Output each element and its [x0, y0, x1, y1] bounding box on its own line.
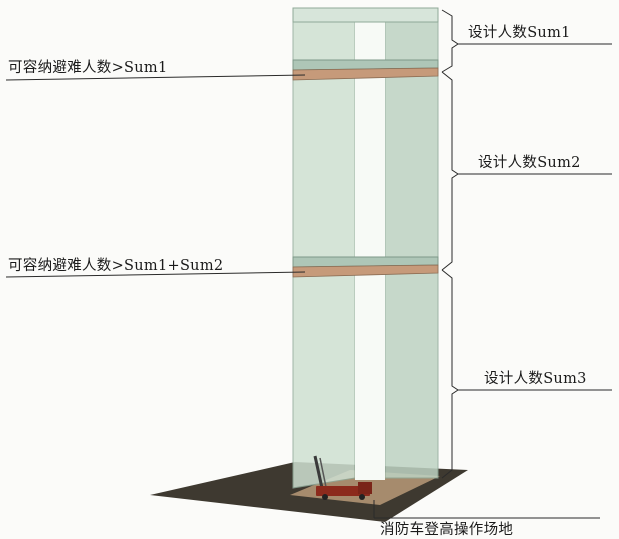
- leader-refuge-2: [5, 271, 306, 278]
- fire-truck: [313, 455, 372, 500]
- building-top-cap: [292, 7, 439, 23]
- label-design-sum2: 设计人数Sum2: [478, 155, 581, 171]
- bracket-sum3: [441, 269, 459, 479]
- bracket-sum2: [441, 71, 459, 271]
- label-fire-truck-area: 消防车登高操作场地: [380, 522, 514, 538]
- bracket-sum1: [441, 9, 459, 73]
- label-design-sum3: 设计人数Sum3: [484, 371, 587, 387]
- building-right-face: [384, 7, 439, 479]
- label-design-sum1: 设计人数Sum1: [468, 25, 571, 41]
- label-refuge-capacity-2: 可容纳避难人数>Sum1+Sum2: [8, 258, 224, 274]
- label-refuge-capacity-1: 可容纳避难人数>Sum1: [8, 60, 168, 76]
- refuge-floor-1: [292, 67, 439, 81]
- refuge-floor-2: [292, 264, 439, 278]
- leader-refuge-1: [5, 74, 306, 81]
- building-inner-light: [355, 8, 385, 480]
